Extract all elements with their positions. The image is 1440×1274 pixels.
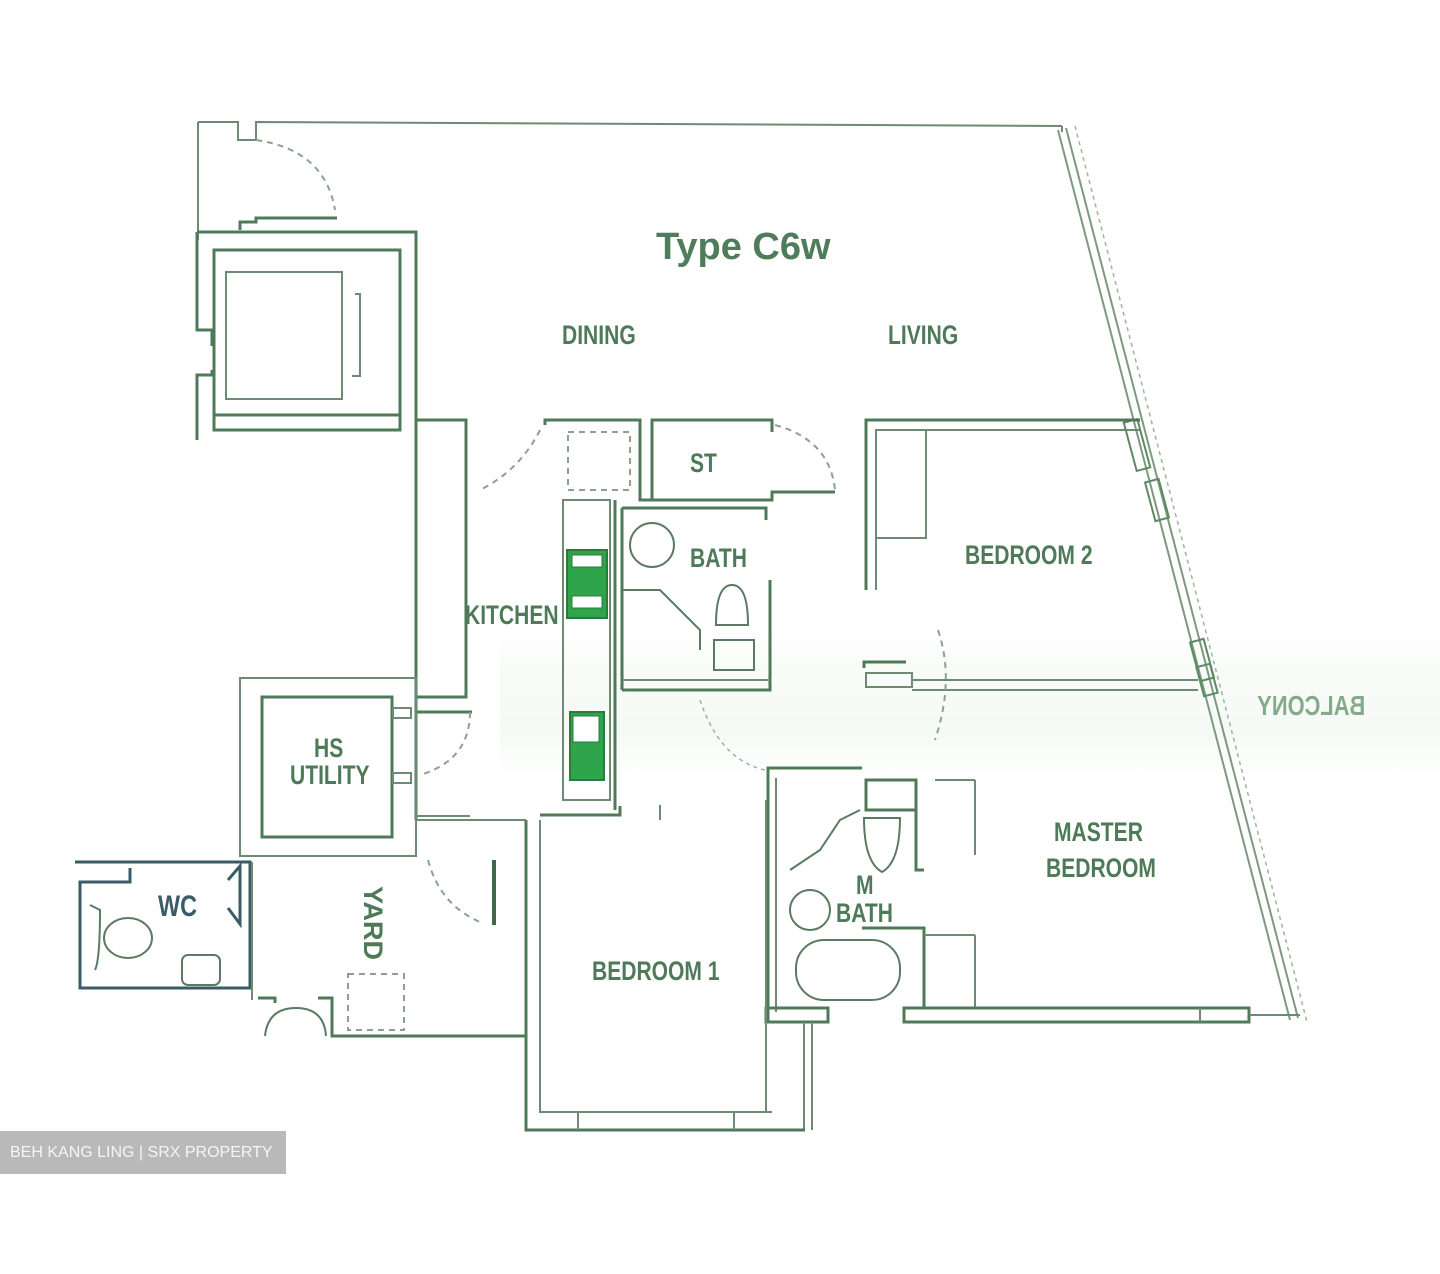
center-door-swings bbox=[699, 699, 766, 771]
scan-highlight-band bbox=[500, 628, 1440, 778]
agent-watermark: BEH KANG LING | SRX PROPERTY bbox=[0, 1131, 286, 1174]
room-label-bath: BATH bbox=[690, 543, 747, 573]
master-suite-walls bbox=[764, 766, 1300, 1130]
entry-door bbox=[238, 139, 337, 230]
wc-walls bbox=[75, 860, 253, 1000]
room-label-m: M bbox=[856, 870, 874, 900]
room-label-store: ST bbox=[690, 448, 717, 478]
mirrored-balcony-text: BALCONY bbox=[1257, 690, 1366, 721]
outer-walls bbox=[197, 120, 1308, 1023]
hs-utility-walls bbox=[239, 677, 417, 857]
room-label-living: LIVING bbox=[888, 320, 959, 350]
room-label-dining: DINING bbox=[562, 320, 636, 350]
room-label-m-bath: BATH bbox=[836, 898, 893, 928]
room-label-yard: YARD bbox=[358, 886, 388, 961]
room-label-hs: HS bbox=[314, 733, 344, 763]
kitchen-counter bbox=[562, 499, 617, 810]
bedroom1-walls bbox=[524, 800, 805, 1132]
yard-walls bbox=[258, 819, 526, 1038]
common-bath bbox=[620, 506, 772, 692]
room-label-kitchen: KITCHEN bbox=[465, 600, 559, 630]
store-area bbox=[543, 418, 836, 502]
unit-type-title: Type C6w bbox=[656, 226, 831, 268]
room-label-bedroom-1: BEDROOM 1 bbox=[592, 956, 720, 986]
shaft-block bbox=[195, 230, 418, 445]
room-label-master: MASTER bbox=[1054, 817, 1143, 847]
bedroom2-walls bbox=[862, 418, 1198, 741]
room-label-master-bedroom: BEDROOM bbox=[1046, 853, 1156, 883]
room-label-bedroom-2: BEDROOM 2 bbox=[965, 540, 1093, 570]
room-label-wc: WC bbox=[158, 890, 197, 923]
room-label-utility: UTILITY bbox=[290, 760, 370, 790]
